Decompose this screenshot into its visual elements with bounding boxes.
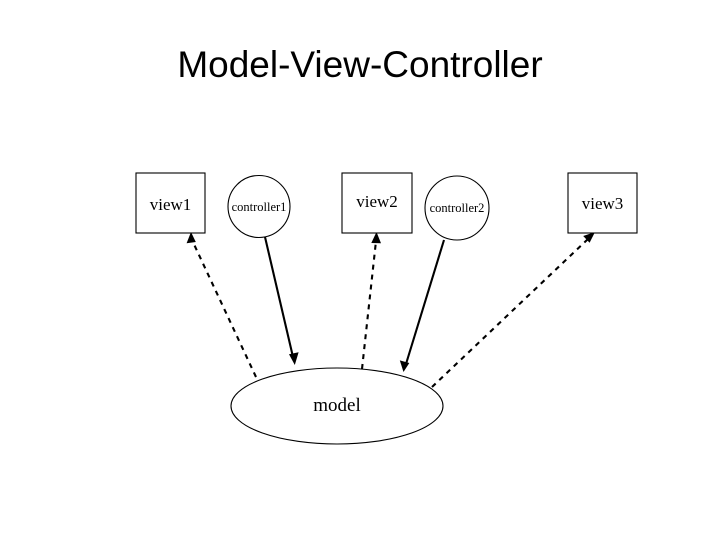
node-view1[interactable]	[135, 172, 206, 234]
node-model[interactable]	[230, 367, 444, 445]
node-view3[interactable]	[567, 172, 638, 234]
node-view2[interactable]	[341, 172, 413, 234]
page-title: Model-View-Controller	[177, 44, 543, 85]
edge-controller1-to-model	[263, 236, 299, 365]
edge-model-to-view3	[431, 232, 595, 388]
edge-model-to-view1	[186, 232, 257, 378]
node-controller2[interactable]	[424, 175, 490, 241]
edge-controller2-to-model	[399, 239, 446, 372]
edge-model-to-view2	[360, 232, 381, 370]
node-controller1[interactable]	[227, 174, 291, 239]
